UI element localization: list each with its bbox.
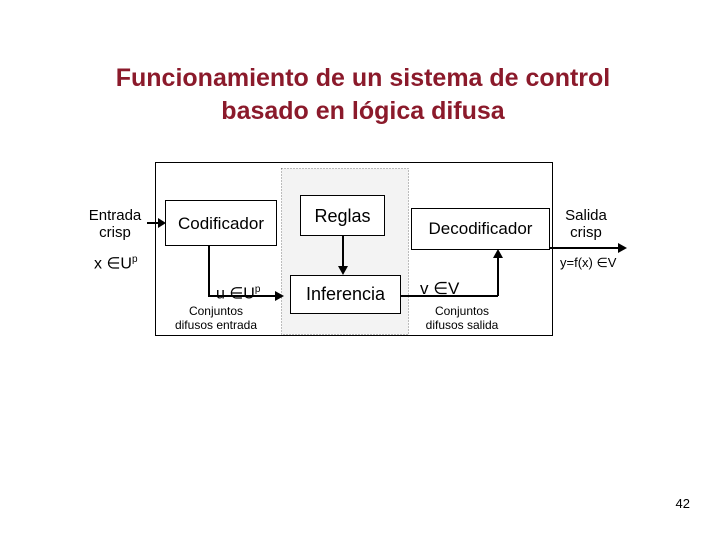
encoder-output-caption: Conjuntos difusos entrada — [174, 304, 258, 332]
title-line-2: basado en lógica difusa — [221, 97, 505, 125]
rules-box — [300, 195, 385, 236]
encoder-box — [165, 200, 277, 246]
decoder-label: Decodificador — [428, 219, 533, 238]
rules-label: Reglas — [314, 205, 371, 226]
output-variable: y=f(x) ∈V — [560, 255, 617, 270]
encoder-output-variable: u ∈Up — [216, 284, 261, 303]
input-arrow-head — [158, 218, 166, 228]
input-label-line-2: crisp — [99, 224, 131, 241]
encoder-label: Codificador — [178, 213, 264, 233]
slide-title: Funcionamiento de un sistema de control … — [0, 62, 720, 128]
output-label: Salida crisp — [565, 207, 607, 241]
encoder-to-inference-head — [275, 291, 284, 301]
decoder-box — [411, 208, 550, 250]
input-variable: x ∈Up — [94, 254, 138, 273]
title-line-1: Funcionamiento de un sistema de control — [115, 64, 611, 92]
encoder-to-inference-line — [208, 246, 275, 297]
decoder-input-caption: Conjuntos difusos salida — [425, 304, 499, 332]
rules-to-inference-head — [338, 266, 348, 275]
page-number: 42 — [675, 496, 690, 511]
inference-label: Inferencia — [305, 284, 386, 304]
decoder-input-variable: v ∈V — [420, 279, 460, 298]
input-label: Entrada crisp — [84, 207, 146, 241]
decoder-input-head — [493, 249, 503, 258]
output-arrow-head — [618, 243, 627, 253]
input-label-line-1: Entrada — [88, 207, 142, 224]
inference-box — [290, 275, 401, 314]
